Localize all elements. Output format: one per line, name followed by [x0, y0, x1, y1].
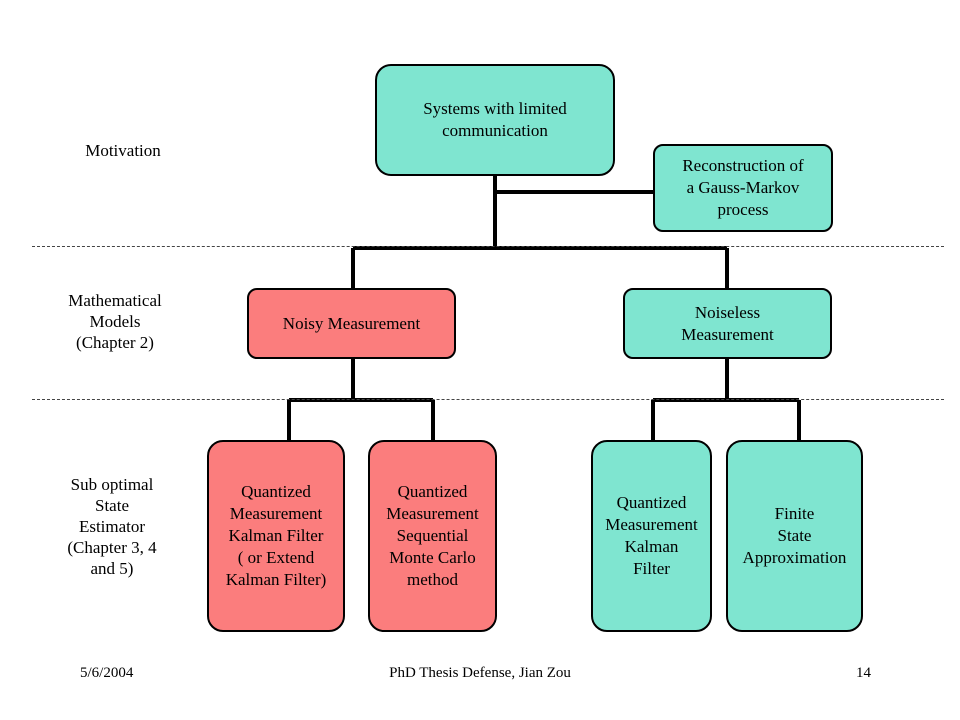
separator-line: [32, 246, 944, 247]
box-quantized-kalman-extend: Quantized Measurement Kalman Filter ( or…: [207, 440, 345, 632]
footer-title: PhD Thesis Defense, Jian Zou: [389, 665, 571, 681]
footer-page-number: 14: [856, 665, 871, 681]
box-noiseless-measurement: Noiseless Measurement: [623, 288, 832, 359]
box-systems-limited-communication: Systems with limited communication: [375, 64, 615, 176]
box-quantized-kalman-filter: Quantized Measurement Kalman Filter: [591, 440, 712, 632]
box-finite-state-approximation: Finite State Approximation: [726, 440, 863, 632]
box-reconstruction-gauss-markov: Reconstruction of a Gauss-Markov process: [653, 144, 833, 232]
box-quantized-sequential-monte-carlo: Quantized Measurement Sequential Monte C…: [368, 440, 497, 632]
side-label-models: Mathematical Models (Chapter 2): [68, 291, 162, 352]
side-label-motivation: Motivation: [85, 141, 161, 160]
side-label-estimator: Sub optimal State Estimator (Chapter 3, …: [67, 475, 157, 578]
box-noisy-measurement: Noisy Measurement: [247, 288, 456, 359]
footer-date: 5/6/2004: [80, 665, 134, 681]
separator-line: [32, 399, 944, 400]
